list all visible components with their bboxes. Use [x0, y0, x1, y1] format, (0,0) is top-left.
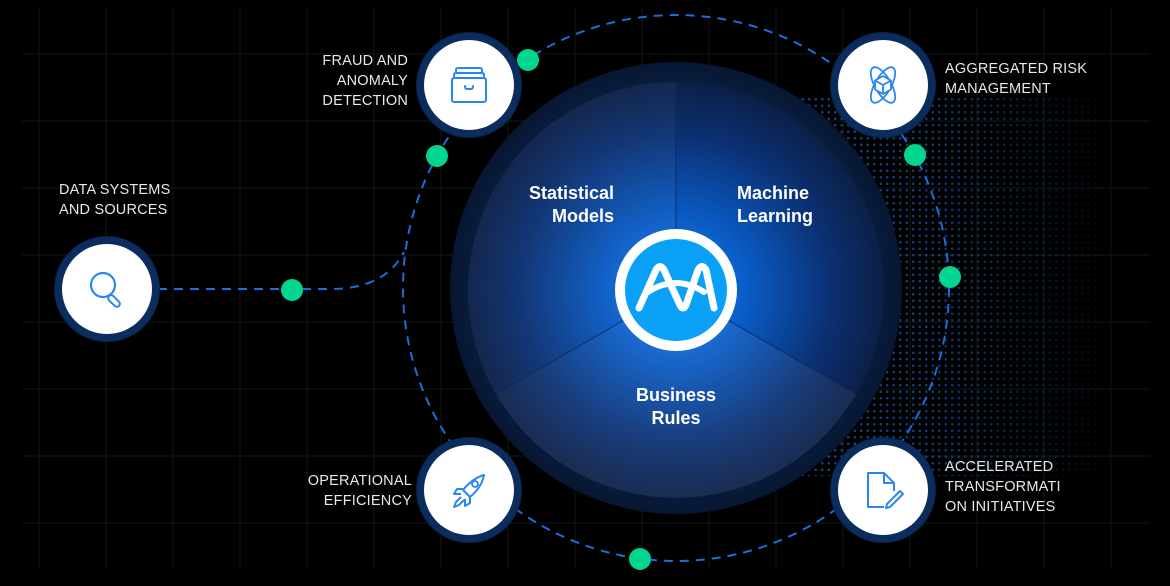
label-line: MANAGEMENT	[945, 81, 1051, 97]
connector-dot	[517, 49, 539, 71]
label-data-systems: DATA SYSTEMS AND SOURCES	[59, 180, 170, 220]
label-line: FRAUD AND	[322, 53, 408, 69]
connector-dot	[281, 279, 303, 301]
label-line: TRANSFORMATI	[945, 479, 1061, 495]
atom-cube-icon	[869, 66, 897, 104]
segment-business	[496, 290, 856, 498]
node-transformation[interactable]	[831, 438, 935, 542]
node-operational[interactable]	[417, 438, 521, 542]
node-risk[interactable]	[831, 33, 935, 137]
segment-line: Statistical	[528, 183, 614, 203]
label-line: AGGREGATED RISK	[945, 61, 1088, 77]
search-icon	[89, 271, 121, 308]
connector-dot	[629, 548, 651, 570]
label-transformation: ACCELERATED TRANSFORMATI ON INITIATIVES	[945, 457, 1061, 517]
segment-label-business: Business Rules	[600, 384, 752, 430]
connector-dot	[426, 145, 448, 167]
label-line: ON INITIATIVES	[945, 499, 1056, 515]
node-fraud[interactable]	[417, 33, 521, 137]
label-line: ANOMALY	[336, 73, 408, 89]
label-line: EFFICIENCY	[323, 493, 412, 509]
node-data-systems[interactable]	[55, 237, 159, 341]
segment-line: Machine	[737, 183, 810, 203]
rocket-icon	[453, 474, 485, 508]
label-line: DETECTION	[322, 93, 408, 109]
label-line: DATA SYSTEMS	[59, 182, 171, 198]
segment-label-machine: Machine Learning	[737, 182, 813, 228]
archive-drawer-icon	[451, 67, 487, 103]
label-line: AND SOURCES	[59, 202, 168, 218]
segment-line: Rules	[651, 408, 701, 428]
label-operational: OPERATIONAL EFFICIENCY	[308, 471, 412, 511]
brand-logo-icon	[615, 229, 737, 351]
segment-line: Learning	[737, 206, 814, 226]
segment-line: Models	[551, 206, 614, 226]
orbit-connector	[402, 14, 950, 562]
data-source-connector	[158, 251, 405, 290]
label-fraud: FRAUD AND ANOMALY DETECTION	[322, 51, 408, 111]
connector-dot	[939, 266, 961, 288]
document-edit-icon	[867, 472, 904, 509]
label-line: ACCELERATED	[945, 459, 1054, 475]
label-risk: AGGREGATED RISK MANAGEMENT	[945, 59, 1087, 99]
connector-dot	[904, 144, 926, 166]
segment-label-statistical: Statistical Models	[480, 182, 614, 228]
segment-line: Business	[635, 385, 717, 405]
label-line: OPERATIONAL	[307, 473, 412, 489]
